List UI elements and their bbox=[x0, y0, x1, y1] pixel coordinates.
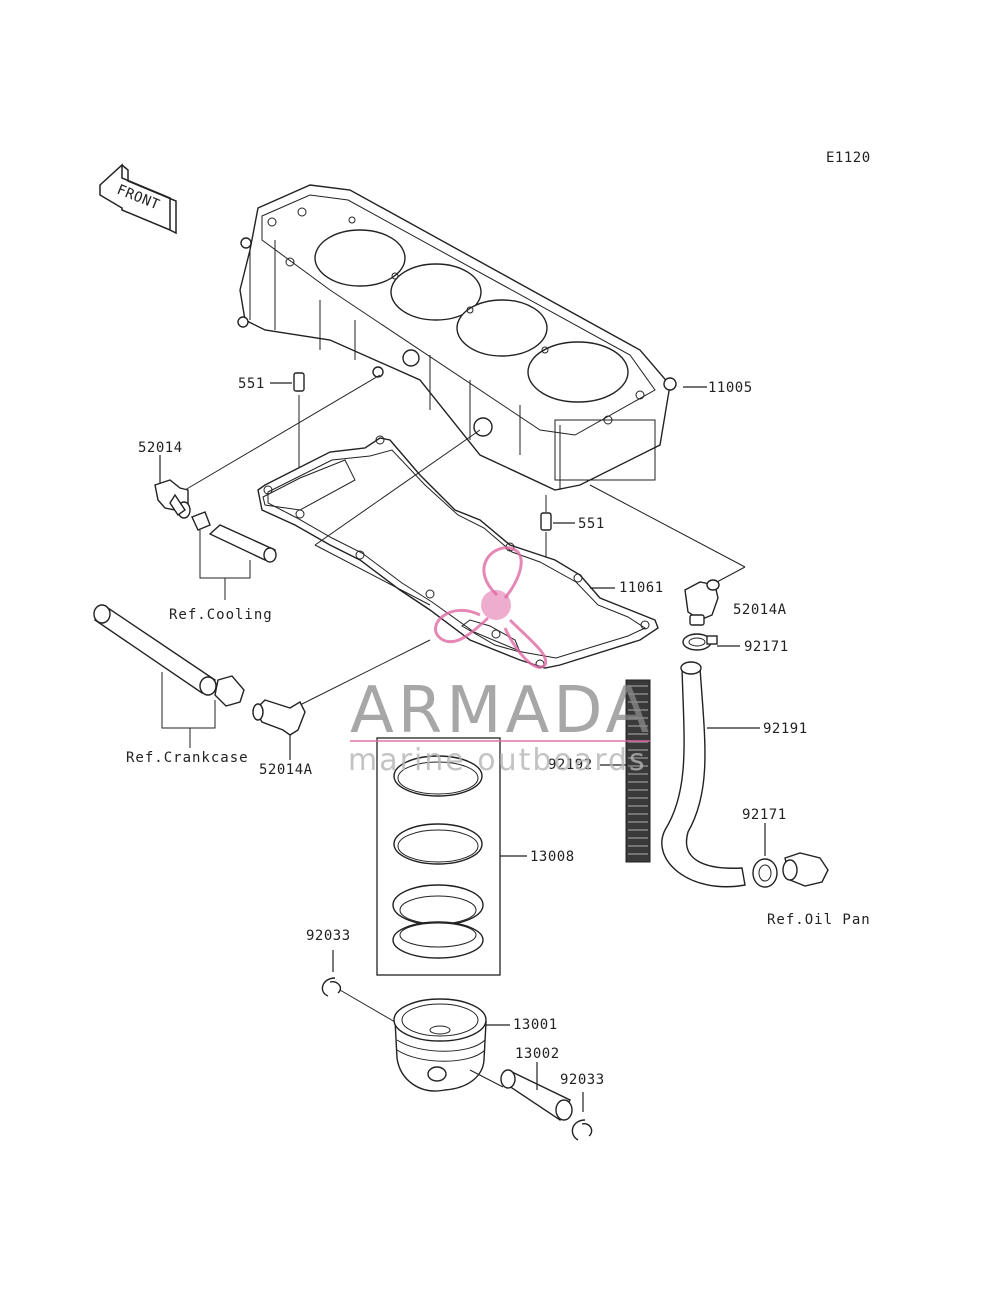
ref-oil-pan: Ref.Oil Pan bbox=[767, 912, 871, 928]
circlip-92033-left bbox=[321, 950, 342, 997]
propeller-logo-icon bbox=[434, 546, 548, 669]
hose-92191 bbox=[661, 661, 760, 888]
watermark-title: ARMADA bbox=[350, 674, 653, 748]
label-52014a-right: 52014A bbox=[733, 602, 787, 618]
label-92191: 92191 bbox=[763, 721, 808, 737]
label-11005: 11005 bbox=[708, 380, 753, 396]
label-92171-upper: 92171 bbox=[744, 639, 789, 655]
label-52014: 52014 bbox=[138, 440, 183, 456]
label-551-lower: 551 bbox=[578, 516, 605, 532]
ref-cooling: Ref.Cooling bbox=[169, 607, 273, 623]
oil-pan-fitting bbox=[782, 852, 829, 887]
clamp-92171-upper bbox=[682, 633, 740, 651]
label-13001: 13001 bbox=[513, 1017, 558, 1033]
fitting-52014 bbox=[154, 455, 191, 519]
label-11061: 11061 bbox=[619, 580, 664, 596]
fitting-52014a-lower bbox=[252, 699, 306, 760]
piston-ring-set bbox=[376, 737, 527, 976]
label-92033-left: 92033 bbox=[306, 928, 351, 944]
label-92033-right: 92033 bbox=[560, 1072, 605, 1088]
circlip-92033-right bbox=[571, 1092, 593, 1141]
cooling-hose bbox=[191, 511, 277, 600]
fitting-52014a-right bbox=[684, 579, 720, 626]
spring-hose-92192 bbox=[600, 679, 651, 863]
label-92192: 92192 bbox=[548, 757, 593, 773]
crankcase-hose bbox=[93, 604, 245, 748]
label-551-upper: 551 bbox=[238, 376, 265, 392]
front-arrow-icon: FRONT bbox=[99, 163, 177, 235]
cylinder-block bbox=[237, 184, 677, 491]
piston-pin bbox=[469, 1062, 573, 1122]
label-92171-lower: 92171 bbox=[742, 807, 787, 823]
clamp-92171-lower bbox=[752, 823, 778, 888]
propeller-hub-icon bbox=[481, 590, 511, 620]
diagram-code: E1120 bbox=[826, 150, 871, 166]
label-13002: 13002 bbox=[515, 1046, 560, 1062]
label-52014a-lower: 52014A bbox=[259, 762, 313, 778]
piston bbox=[339, 989, 510, 1092]
watermark-subtitle: marine outboards bbox=[348, 743, 647, 778]
ref-crankcase: Ref.Crankcase bbox=[126, 750, 249, 766]
label-13008: 13008 bbox=[530, 849, 575, 865]
armada-watermark: ARMADA marine outboards bbox=[348, 546, 653, 778]
cylinder-gasket bbox=[257, 435, 659, 669]
